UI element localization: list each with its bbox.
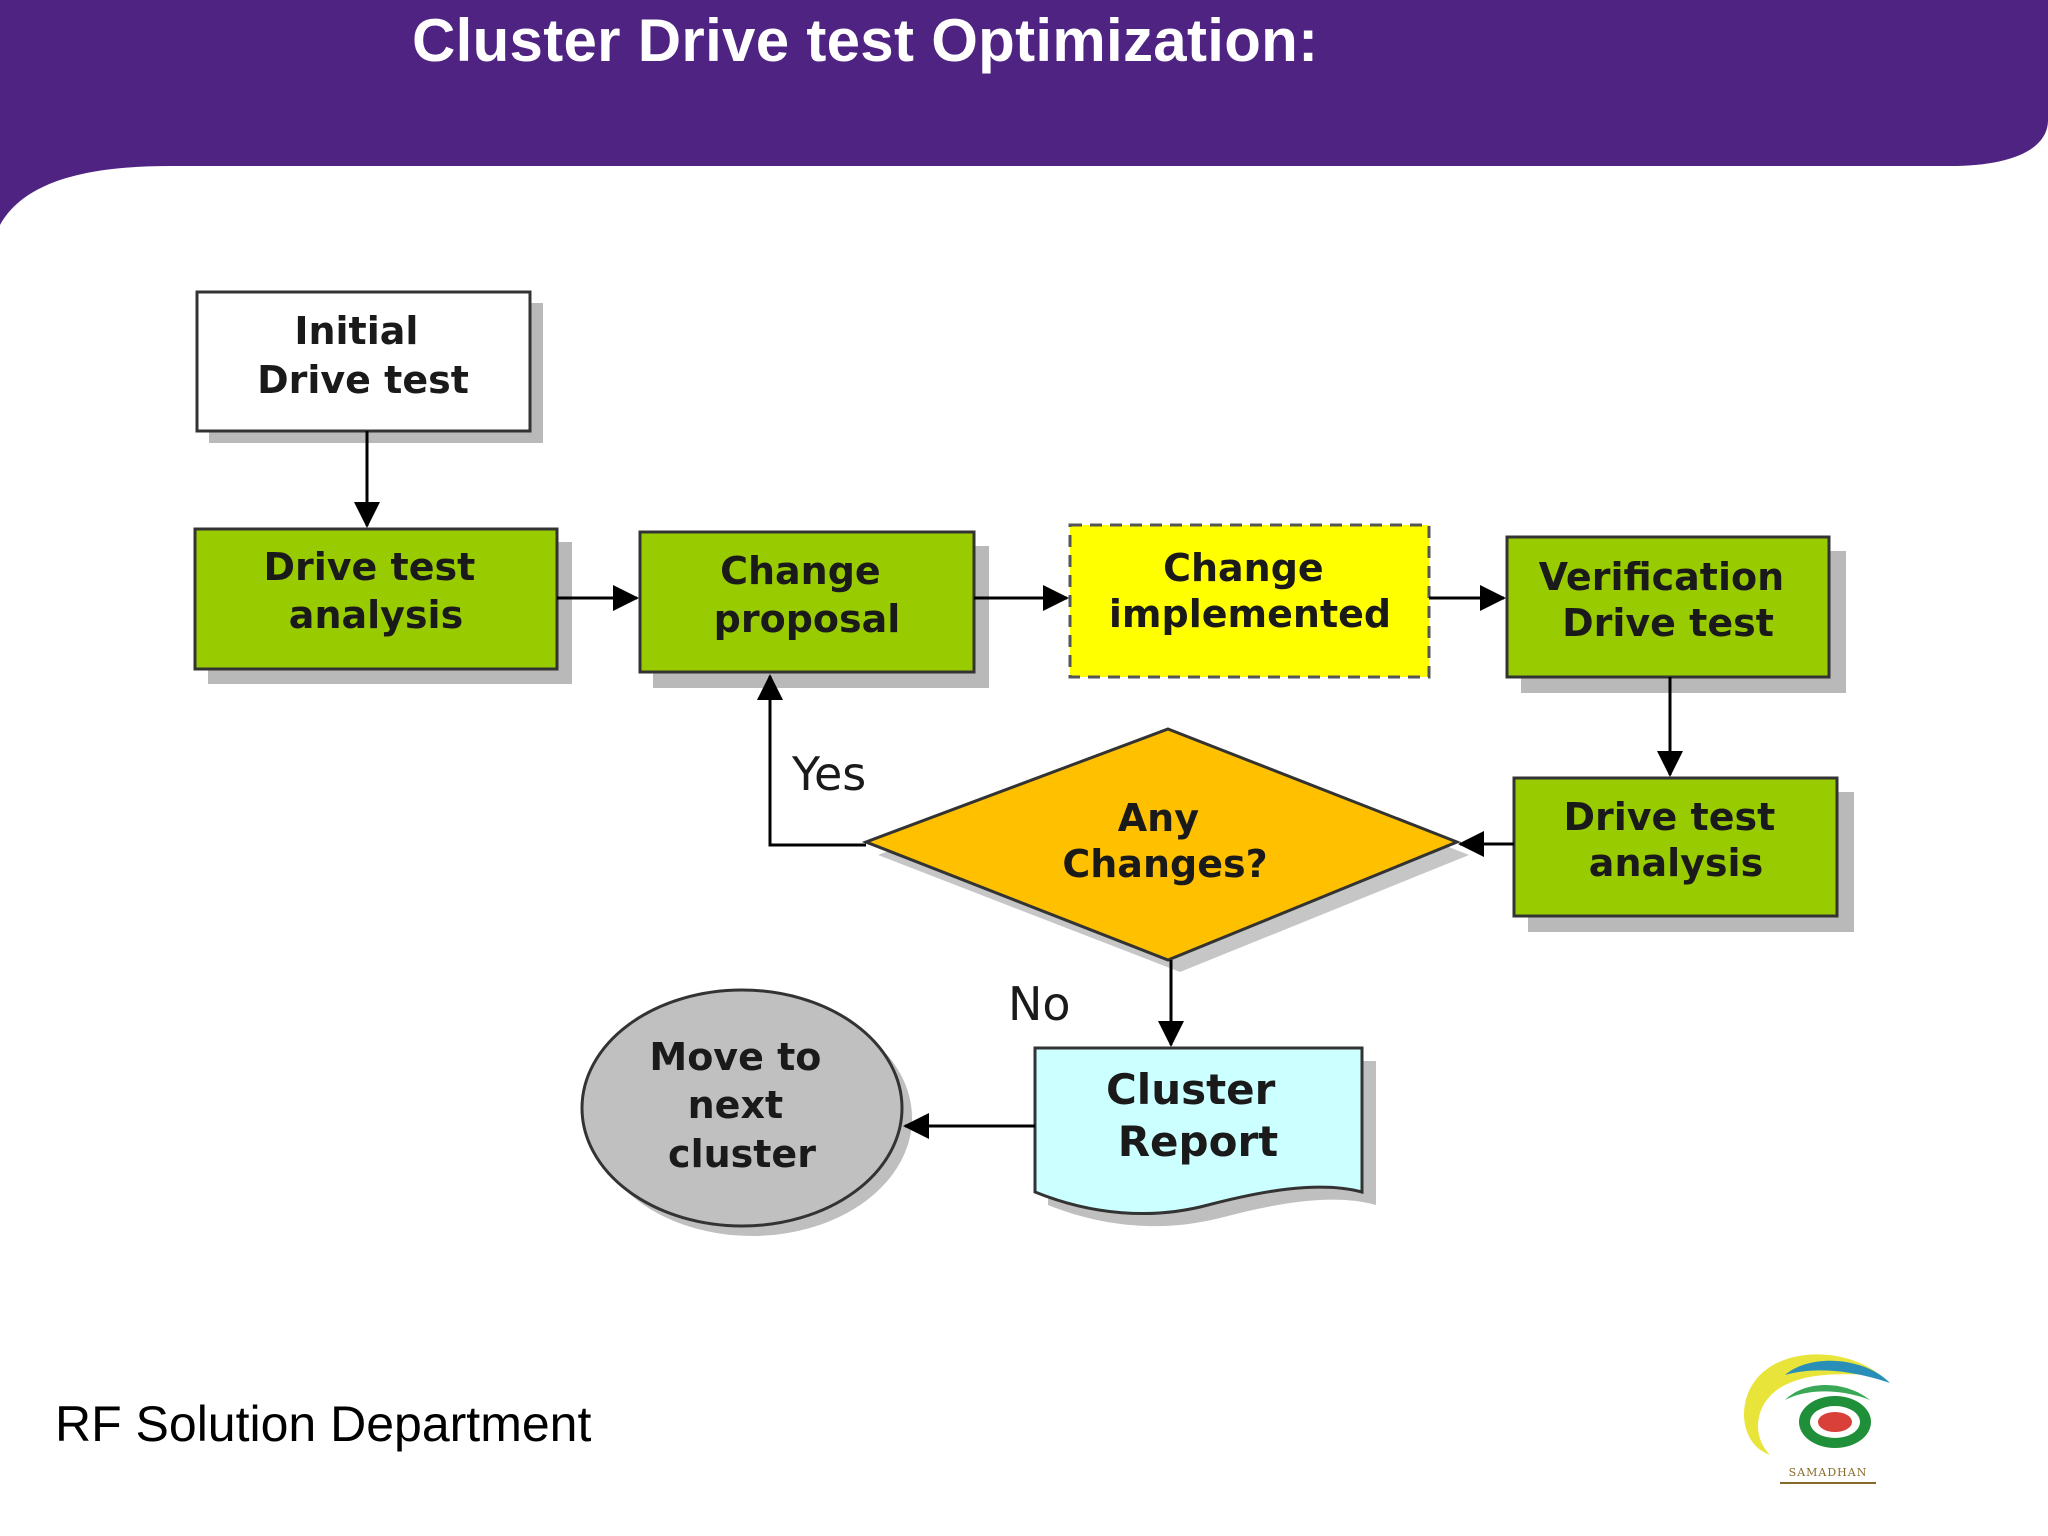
node-cluster-report: Cluster Report — [1033, 1046, 1376, 1227]
node-label: Move to next cluster — [649, 1035, 834, 1176]
node-initial-drive-test: Initial Drive test — [195, 290, 543, 443]
node-label: Any Changes? — [1062, 796, 1267, 886]
node-label: Verification Drive test — [1539, 555, 1798, 645]
footer-department: RF Solution Department — [55, 1396, 592, 1452]
node-drive-test-analysis-1: Drive test analysis — [193, 527, 572, 684]
node-label: Drive test analysis — [1563, 795, 1788, 885]
node-change-proposal: Change proposal — [638, 530, 989, 688]
node-label: Change implemented — [1109, 546, 1391, 636]
node-label: Change proposal — [714, 549, 901, 641]
node-any-changes-decision: Any Changes? — [861, 727, 1469, 972]
logo-text: SAMADHAN — [1789, 1466, 1868, 1479]
header-banner — [0, 0, 2048, 225]
edge-label-yes: Yes — [791, 747, 866, 801]
node-change-implemented: Change implemented — [1068, 523, 1431, 679]
node-move-to-next-cluster: Move to next cluster — [580, 988, 912, 1236]
flowchart: Initial Drive test Drive test analysis C… — [193, 290, 1854, 1236]
edges — [354, 431, 1683, 1139]
node-label: Initial Drive test — [257, 309, 469, 402]
edge-decision-yes-to-proposal — [757, 674, 866, 847]
node-label: Drive test analysis — [263, 545, 488, 637]
node-label: Cluster Report — [1106, 1065, 1290, 1166]
slide-title: Cluster Drive test Optimization: — [412, 7, 1319, 74]
header-band — [0, 0, 2048, 225]
edge-label-no: No — [1008, 977, 1071, 1031]
samadhan-logo: SAMADHAN — [1743, 1354, 1890, 1484]
node-drive-test-analysis-2: Drive test analysis — [1512, 776, 1854, 932]
node-verification-drive-test: Verification Drive test — [1505, 535, 1846, 693]
